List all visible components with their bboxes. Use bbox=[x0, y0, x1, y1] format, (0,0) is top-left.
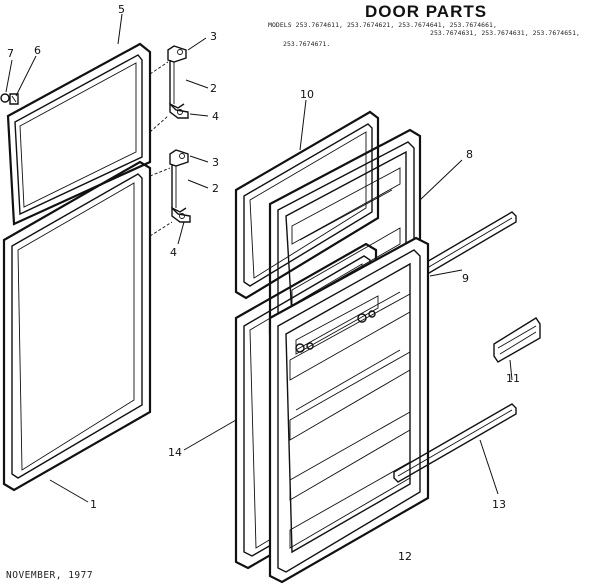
callout-3-upper: 3 bbox=[210, 30, 217, 43]
callout-13: 13 bbox=[492, 498, 506, 511]
models-line-2: 253.7674631, 253.7674631, 253.7674651, bbox=[430, 29, 581, 37]
callout-2-lower: 2 bbox=[212, 182, 219, 195]
dairy-clip-part-11 bbox=[493, 317, 541, 363]
callout-7: 7 bbox=[7, 47, 14, 60]
callout-1: 1 bbox=[90, 498, 97, 511]
fresh-food-gasket-part-1 bbox=[2, 160, 152, 492]
callout-8: 8 bbox=[466, 148, 473, 161]
screw-parts-6-7 bbox=[0, 93, 19, 105]
callout-9: 9 bbox=[462, 272, 469, 285]
callout-14: 14 bbox=[168, 446, 182, 459]
callout-4-upper: 4 bbox=[212, 110, 219, 123]
callout-2-upper: 2 bbox=[210, 82, 217, 95]
callout-11: 11 bbox=[506, 372, 520, 385]
callout-3-lower: 3 bbox=[212, 156, 219, 169]
callout-5: 5 bbox=[118, 3, 125, 16]
lower-hinge-parts-2-3-4 bbox=[169, 149, 191, 223]
callout-6: 6 bbox=[34, 44, 41, 57]
fresh-food-door-liner-part-12 bbox=[268, 236, 430, 584]
page-title: DOOR PARTS bbox=[365, 2, 488, 21]
assembly-lines bbox=[149, 61, 173, 237]
models-line-1: MODELS 253.7674611, 253.7674621, 253.767… bbox=[268, 21, 497, 29]
callout-10: 10 bbox=[300, 88, 314, 101]
freezer-gasket-part-5 bbox=[6, 42, 152, 226]
freezer-inner-gasket-part-10 bbox=[234, 110, 380, 300]
models-line-3: 253.7674671. bbox=[283, 40, 331, 48]
callout-12: 12 bbox=[398, 550, 412, 563]
upper-hinge-parts-2-3-4 bbox=[167, 45, 189, 119]
leader-lines bbox=[5, 13, 513, 503]
callout-4-lower: 4 bbox=[170, 246, 177, 259]
fresh-food-shelf-rail-part-13 bbox=[393, 403, 517, 483]
publication-date: NOVEMBER, 1977 bbox=[6, 570, 94, 581]
